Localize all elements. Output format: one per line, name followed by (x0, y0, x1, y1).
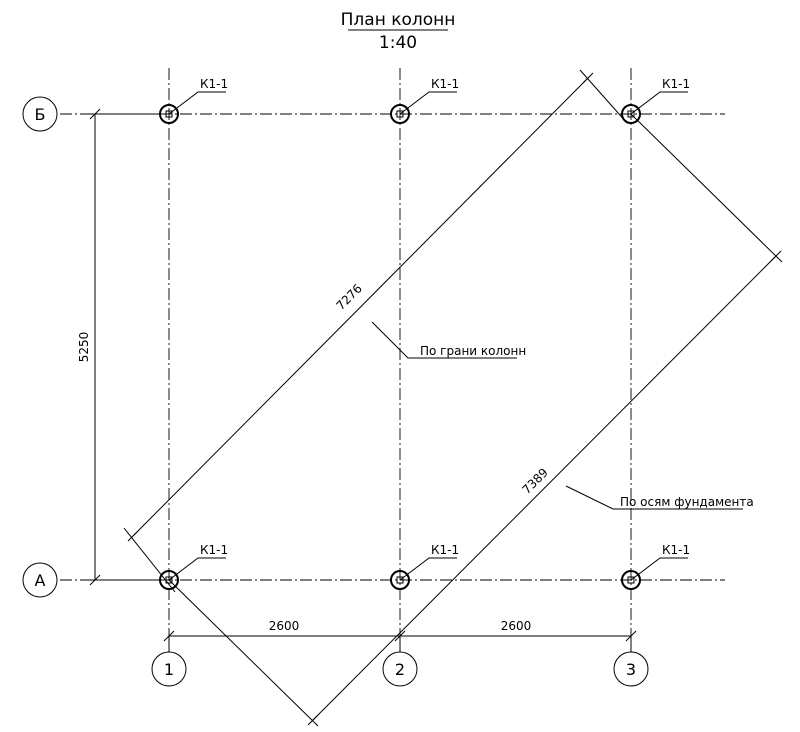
column-b2: К1-1 (390, 77, 459, 124)
column-label: К1-1 (200, 543, 228, 557)
column-label: К1-1 (662, 77, 690, 91)
note-axes-text: По осям фундамента (620, 495, 754, 509)
dimension-diagonal-axes-value: 7389 (519, 465, 550, 496)
axis-label-1: 1 (164, 660, 174, 679)
axis-bubble-1: 1 (151, 651, 187, 687)
axis-bubble-b: Б (22, 96, 58, 132)
drawing-title: План колонн 1:40 (341, 10, 456, 53)
axis-label-3: 3 (626, 660, 636, 679)
plan-scale: 1:40 (379, 33, 417, 53)
column-a2: К1-1 (390, 543, 459, 590)
column-a1: К1-1 (159, 543, 228, 590)
axis-bubble-a: А (22, 562, 58, 598)
column-label: К1-1 (200, 77, 228, 91)
plan-title: План колонн (341, 10, 456, 30)
dimension-vertical: 5250 (77, 108, 160, 586)
axis-label-2: 2 (395, 660, 405, 679)
note-axes: По осям фундамента (565, 485, 754, 510)
dimension-span-2-3: 2600 (501, 619, 532, 633)
note-faces: По грани колонн (371, 321, 526, 359)
axis-bubble-2: 2 (382, 651, 418, 687)
dimension-diagonal-axes: 7389 (168, 113, 783, 727)
dimension-diagonal-faces-value: 7276 (333, 281, 364, 312)
dimension-span-1-2: 2600 (269, 619, 300, 633)
dimension-vertical-value: 5250 (77, 332, 91, 363)
axis-bubble-3: 3 (613, 651, 649, 687)
grid-lines (60, 68, 725, 652)
column-b1: К1-1 (159, 77, 228, 124)
dimension-diagonal-faces: 7276 (123, 69, 628, 593)
column-label: К1-1 (431, 543, 459, 557)
column-label: К1-1 (431, 77, 459, 91)
column-a3: К1-1 (621, 543, 690, 590)
column-b3: К1-1 (621, 77, 690, 124)
column-label: К1-1 (662, 543, 690, 557)
dimension-horizontal: 2600 2600 (163, 619, 637, 642)
axis-label-b: Б (35, 105, 46, 124)
note-faces-text: По грани колонн (420, 344, 526, 358)
axis-label-a: А (35, 571, 46, 590)
